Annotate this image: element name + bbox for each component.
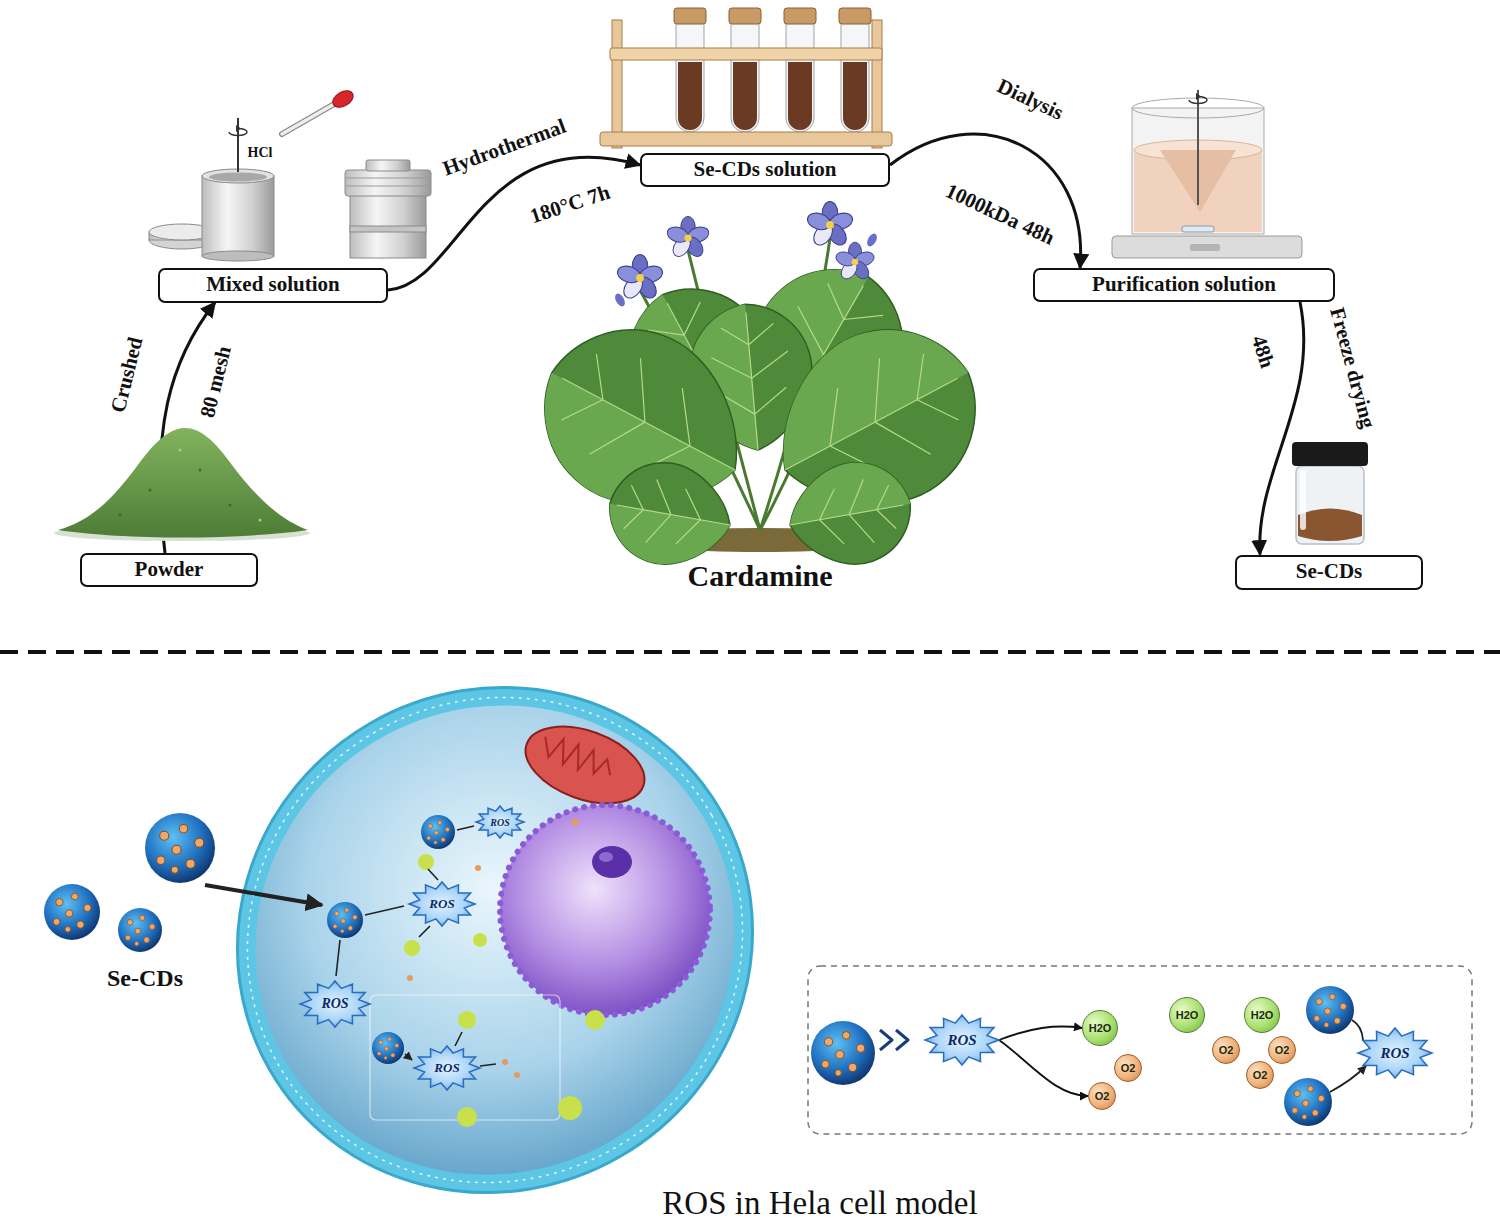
node-text: ROS — [490, 817, 509, 828]
process-box: Powder — [80, 553, 258, 587]
node-text: O2 — [1219, 1044, 1234, 1056]
node-text: ROS — [947, 1032, 976, 1049]
node-text: H2O — [1089, 1022, 1112, 1034]
reagent-label: HCl — [248, 145, 273, 160]
node-text: O2 — [1095, 1090, 1110, 1102]
water-molecule: H2O — [1082, 1010, 1118, 1046]
ros-burst-outline — [1358, 1028, 1432, 1078]
ros-burst-outline — [925, 1015, 999, 1065]
node-text: Mixed solution — [206, 273, 340, 296]
node-text: Powder — [135, 558, 204, 581]
ros-burst: ROS — [476, 806, 524, 838]
oxygen-molecule: O2 — [1114, 1054, 1142, 1082]
node-text: H2O — [1251, 1009, 1274, 1021]
process-condition: 180°C 7h — [527, 180, 613, 228]
oxygen-molecule: O2 — [1088, 1082, 1116, 1110]
ros-burst: ROS — [925, 1015, 999, 1065]
ros-burst: ROS — [1358, 1028, 1432, 1078]
reagent-label-holder: HCl — [248, 143, 273, 161]
figure-caption-holder: ROS in Hela cell model — [662, 1185, 977, 1221]
process-box: Mixed solution — [158, 268, 388, 303]
node-text: ROS — [1380, 1045, 1409, 1062]
node-text: ROS — [429, 897, 454, 911]
process-arrow — [890, 134, 1081, 268]
ros-burst-outline — [476, 806, 524, 838]
plant-name-holder: Cardamine — [688, 559, 833, 592]
step-label-holder: Crushed — [107, 335, 148, 415]
reaction-arrow — [999, 1040, 1088, 1096]
node-text: Se-CDs — [1296, 560, 1363, 583]
process-arrow — [388, 157, 640, 290]
oxygen-molecule: O2 — [1212, 1036, 1240, 1064]
step-label: Dialysis — [994, 73, 1068, 124]
test-tube-rack — [600, 8, 892, 148]
water-molecule: H2O — [1244, 997, 1280, 1033]
particle-label: Se-CDs — [107, 965, 183, 991]
node-text: O2 — [1121, 1062, 1136, 1074]
step-label: Crushed — [106, 334, 148, 415]
reaction-arrow — [999, 1027, 1082, 1041]
node-text: ROS — [434, 1061, 459, 1075]
product-vial — [1292, 442, 1368, 544]
ros-burst-outline — [409, 882, 475, 926]
oxygen-molecule: O2 — [1268, 1036, 1296, 1064]
node-text: O2 — [1253, 1069, 1268, 1081]
hela-cell — [145, 593, 845, 1228]
autoclave — [149, 87, 431, 261]
divider-line — [0, 650, 1500, 654]
step-label-holder: Freeze drying — [1325, 305, 1379, 431]
plant-name: Cardamine — [688, 559, 833, 592]
node-text: H2O — [1176, 1009, 1199, 1021]
incoming-carbon-dots — [44, 813, 322, 952]
step-label: Freeze drying — [1325, 305, 1380, 431]
process-condition: 80 mesh — [195, 343, 236, 420]
process-condition-holder: 80 mesh — [196, 344, 236, 420]
ros-burst: ROS — [300, 981, 370, 1027]
particle-label-holder: Se-CDs — [107, 965, 183, 991]
ros-burst-outline — [414, 1046, 480, 1090]
ros-burst: ROS — [414, 1046, 480, 1090]
node-text: Se-CDs solution — [694, 158, 837, 181]
cardamine-plant — [511, 202, 1008, 575]
step-label: Hydrothermal — [440, 114, 570, 181]
step-label-holder: Hydrothermal — [440, 115, 569, 181]
node-text: O2 — [1275, 1044, 1290, 1056]
water-molecule: H2O — [1169, 997, 1205, 1033]
ros-burst: ROS — [409, 882, 475, 926]
node-text: ROS — [321, 996, 348, 1011]
process-box: Purification solution — [1033, 268, 1335, 302]
figure-caption: ROS in Hela cell model — [662, 1185, 977, 1221]
mechanism-inset — [808, 966, 1472, 1134]
ros-burst-outline — [300, 981, 370, 1027]
process-condition-holder: 48h — [1246, 333, 1278, 371]
process-box: Se-CDs solution — [640, 153, 890, 187]
process-condition: 1000kDa 48h — [942, 178, 1058, 249]
process-condition-holder: 180°C 7h — [527, 181, 613, 228]
process-condition: 48h — [1246, 332, 1279, 371]
process-box: Se-CDs — [1235, 555, 1423, 590]
magnetic-stirrer — [1112, 90, 1302, 258]
step-label-holder: Dialysis — [994, 74, 1067, 125]
oxygen-molecule: O2 — [1246, 1061, 1274, 1089]
process-condition-holder: 1000kDa 48h — [942, 179, 1058, 249]
node-text: Purification solution — [1092, 273, 1276, 296]
